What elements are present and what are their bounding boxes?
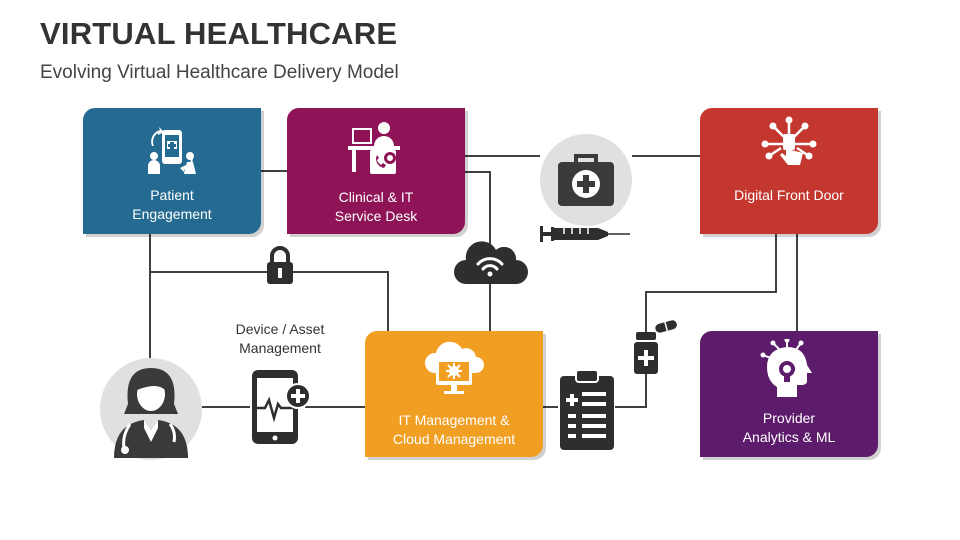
clipboard-icon — [560, 369, 614, 450]
digital-front-door-label: Digital Front Door — [734, 187, 844, 203]
clinical-it-service-desk-card: Clinical & IT Service Desk — [287, 108, 465, 234]
patient-engagement-label-2: Engagement — [132, 206, 212, 222]
head-bulb-icon — [760, 339, 812, 397]
it-management-label-2: Cloud Management — [392, 431, 516, 447]
provider-label-2: Analytics & ML — [742, 429, 836, 445]
patient-phone-icon — [148, 127, 196, 174]
clinical-it-label-1: Clinical & IT — [338, 189, 414, 205]
touch-network-icon — [761, 116, 817, 165]
medical-kit-icon — [558, 154, 614, 206]
syringe-icon — [540, 226, 630, 242]
service-desk-icon — [348, 122, 400, 174]
cloud-monitor-icon — [424, 341, 484, 394]
it-cloud-management-card: IT Management & Cloud Management — [365, 331, 543, 457]
digital-front-door-card: Digital Front Door — [700, 108, 878, 234]
line-clipboard-bottle — [615, 374, 647, 408]
medicine-bottle-icon — [634, 332, 658, 374]
provider-label-1: Provider — [762, 410, 816, 426]
clinical-it-label-2: Service Desk — [334, 208, 418, 224]
patient-engagement-card: Patient Engagement — [83, 108, 261, 234]
doctor-avatar-icon — [114, 368, 188, 458]
provider-analytics-card: Provider Analytics & ML — [700, 331, 878, 457]
smartphone-heartbeat-icon — [252, 370, 311, 444]
line-lock-itm — [150, 271, 389, 331]
pills-icon — [655, 320, 677, 333]
lock-icon — [267, 246, 293, 284]
wifi-cloud-icon — [454, 241, 528, 284]
page-title: VIRTUAL HEALTHCARE — [40, 16, 398, 51]
device-label-line-2: Management — [239, 340, 321, 356]
device-label-line-1: Device / Asset — [235, 321, 325, 337]
device-asset-management-label: Device / Asset Management — [222, 320, 338, 358]
it-management-label-1: IT Management & — [398, 412, 510, 428]
page-subtitle: Evolving Virtual Healthcare Delivery Mod… — [40, 62, 399, 83]
line-bottle-digital — [645, 234, 777, 332]
patient-engagement-label-1: Patient — [150, 187, 194, 203]
